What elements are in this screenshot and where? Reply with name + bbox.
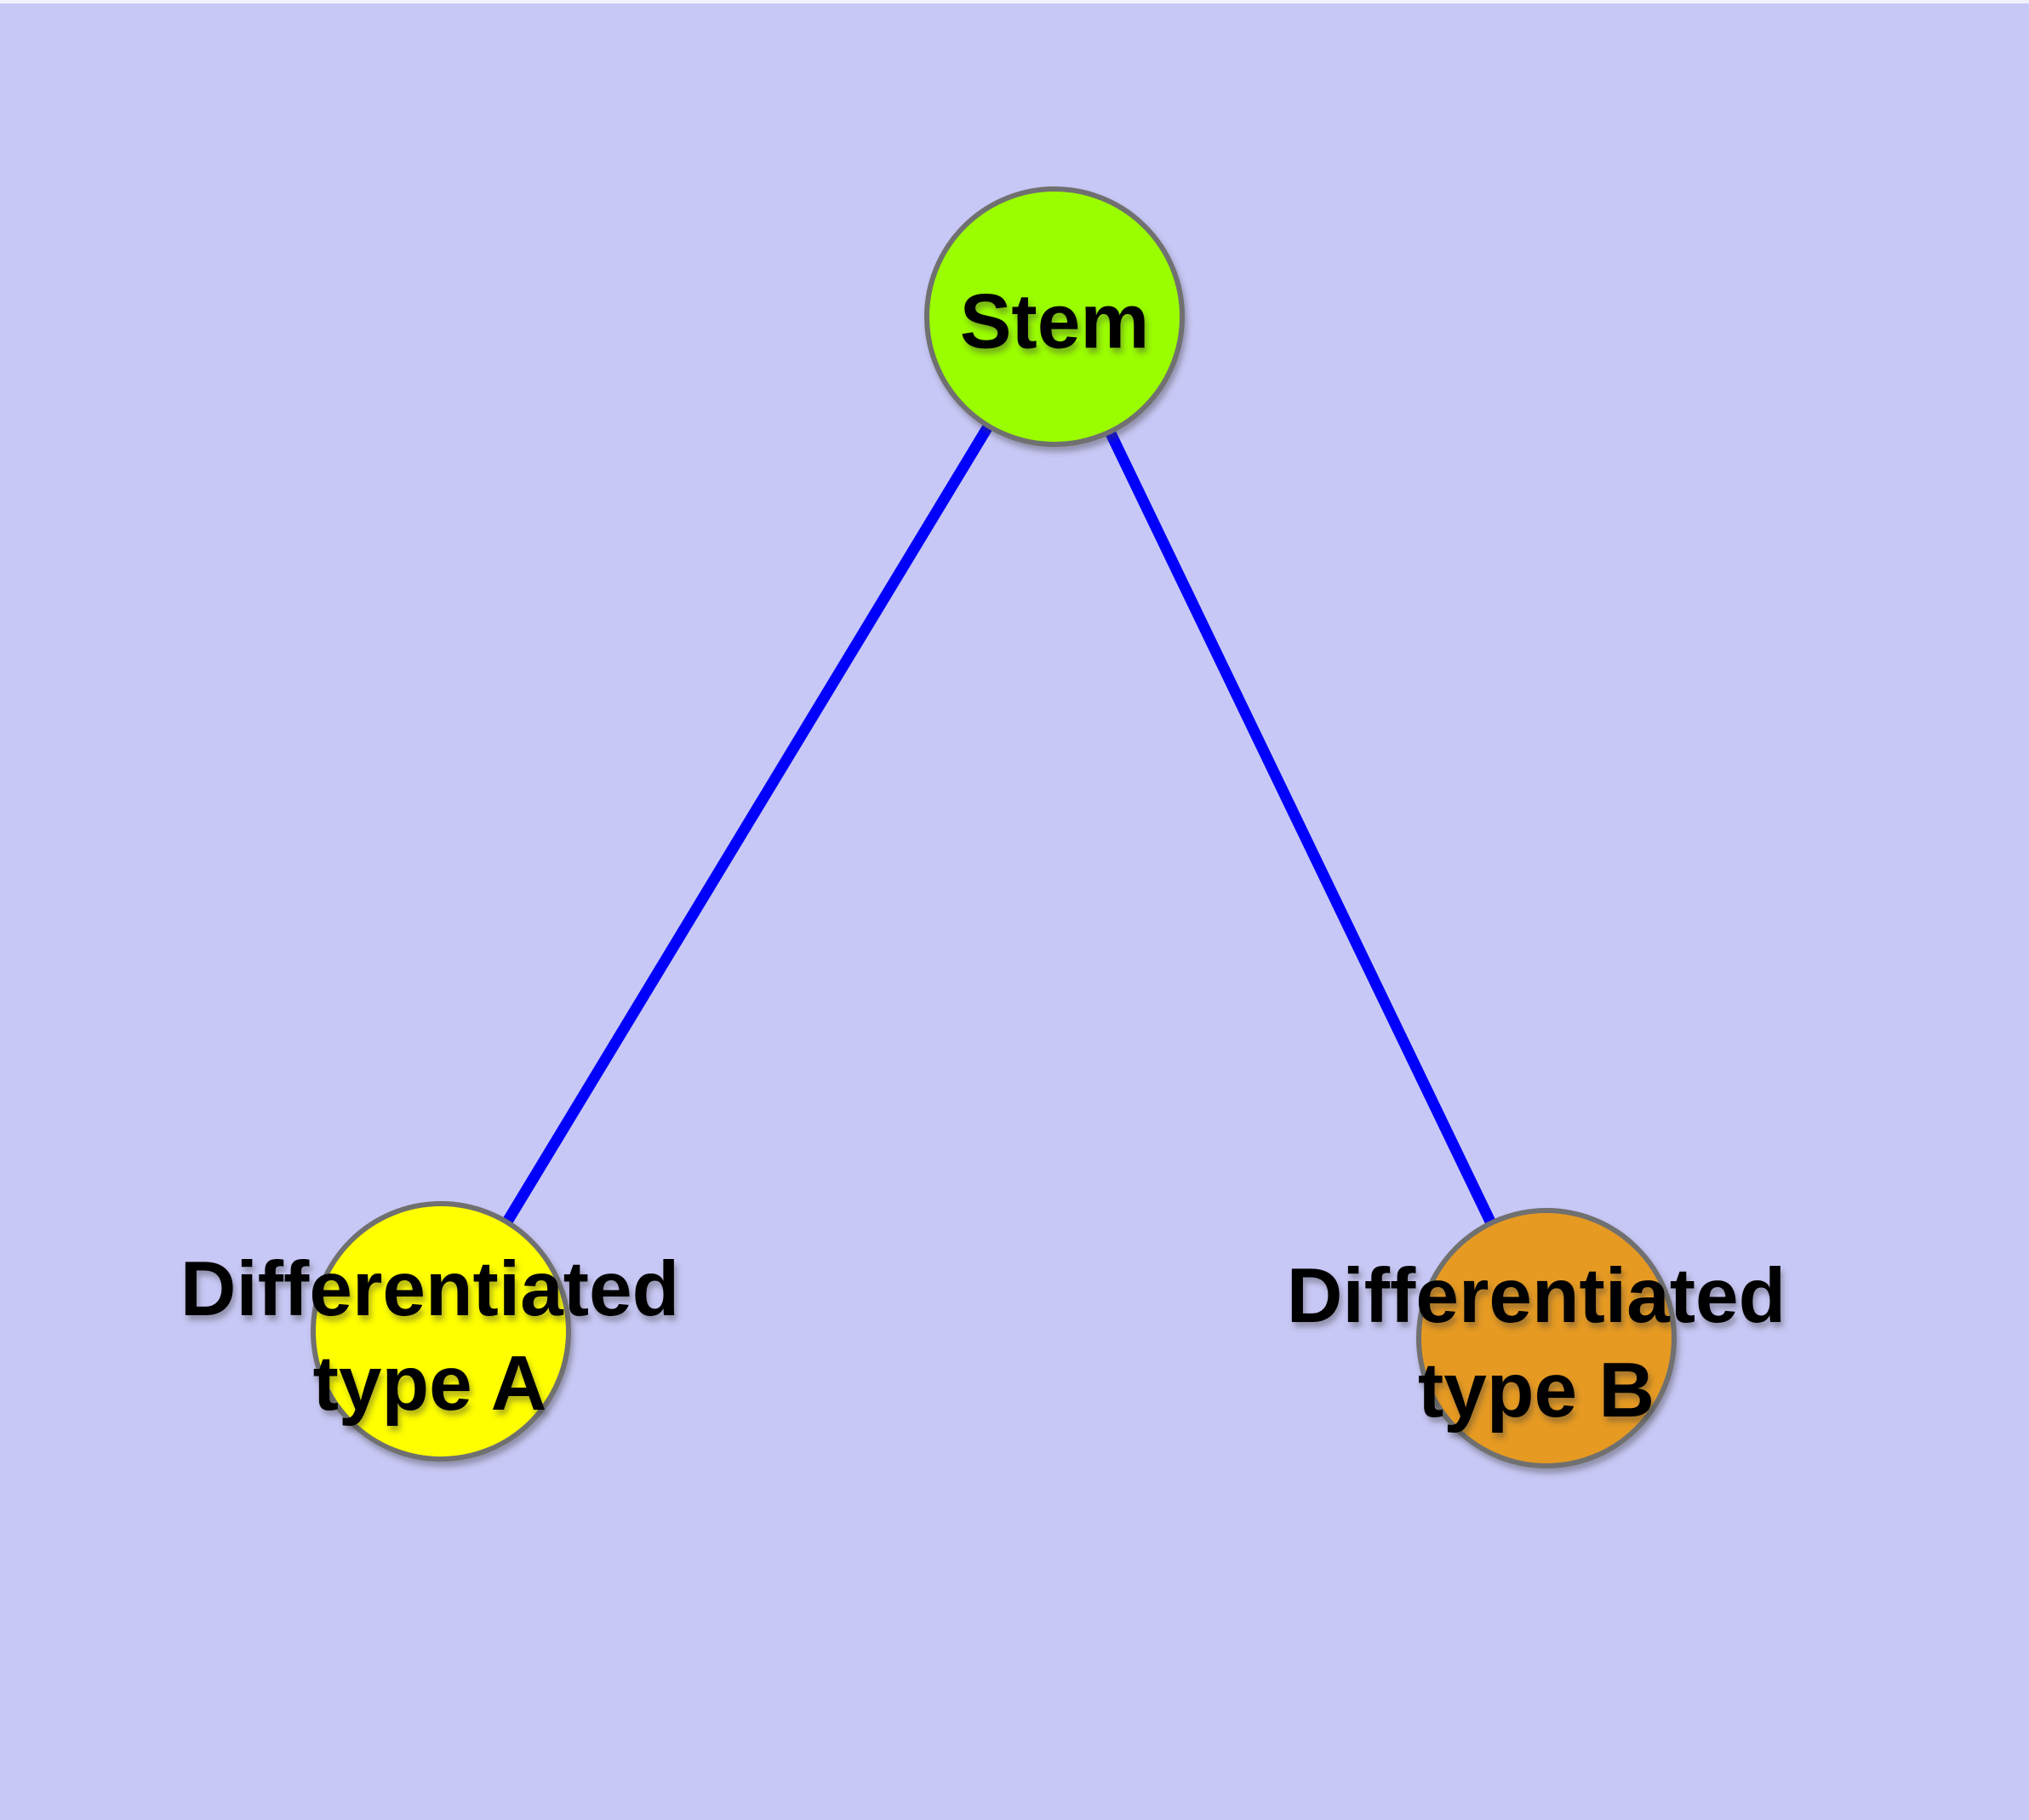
edge-stem-to-type-b	[1049, 314, 1552, 1341]
node-type-a-label-line-1: Differentiated	[180, 1246, 680, 1332]
node-type-b-label-line-1: Differentiated	[1287, 1253, 1786, 1339]
node-differentiated-type-b	[1416, 1208, 1677, 1468]
node-differentiated-type-a	[311, 1201, 571, 1462]
node-type-a-label-line-2: type A	[313, 1341, 547, 1427]
edge-stem-to-type-a	[436, 313, 1060, 1335]
node-stem-label: Stem	[960, 279, 1150, 365]
node-stem	[924, 186, 1185, 447]
node-type-b-label-line-2: type B	[1418, 1348, 1655, 1434]
screen-top-edge	[0, 0, 2029, 3]
